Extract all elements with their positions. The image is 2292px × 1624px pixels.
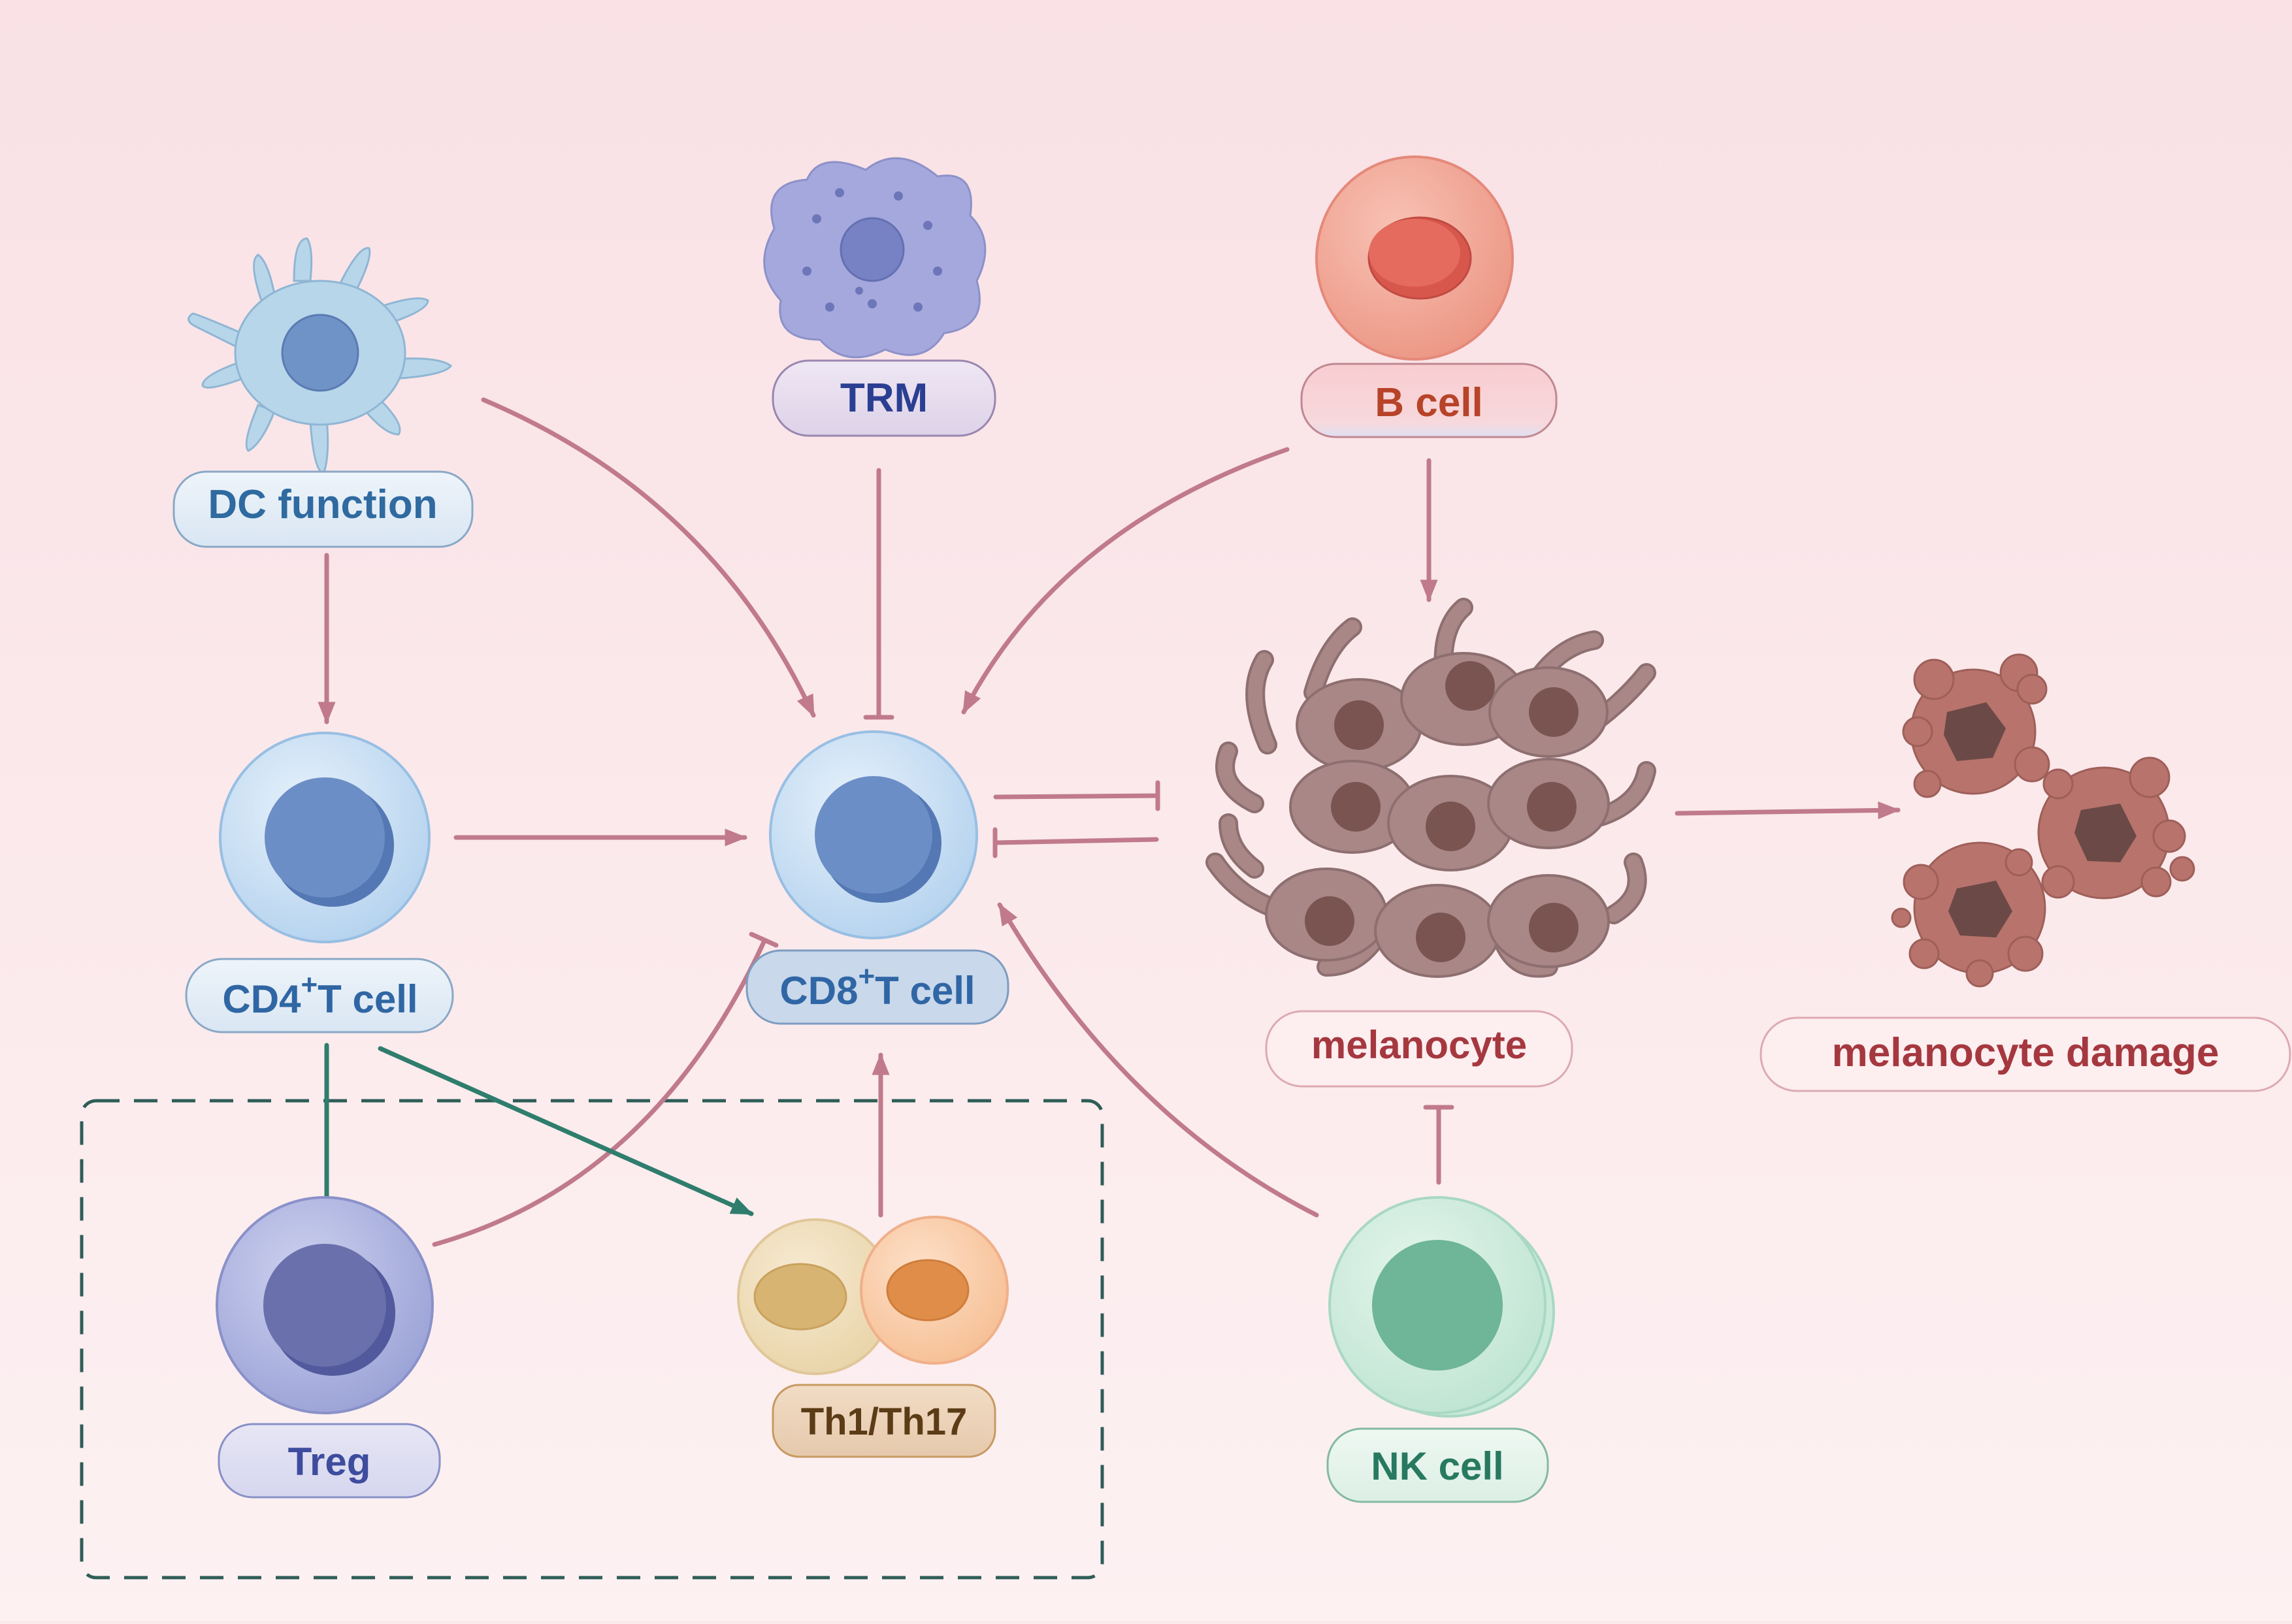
label-dc-function: DC function [172,470,474,548]
inhibit-cd8-to-melanocyte [993,793,1160,800]
svg-text:CD8+T cell: CD8+T cell [779,960,975,1013]
treg-cell-icon [216,1196,434,1414]
svg-text:CD4+T cell: CD4+T cell [222,969,417,1021]
arrow-bcell-to-cd8 [961,447,1290,715]
arrow-melanocyte-to-damage [1675,801,1901,820]
melanocyte-cluster-icon [1205,598,1656,978]
svg-text:NK cell: NK cell [1371,1444,1503,1488]
label-th1-th17: Th1/Th17 [772,1384,996,1458]
svg-text:Th1/Th17: Th1/Th17 [801,1401,968,1443]
th-cell-pair-icon [737,1216,1009,1375]
label-treg: Treg [218,1423,441,1499]
t-cell-icon [769,730,978,939]
svg-text:Treg: Treg [288,1440,371,1484]
arrow-nk-to-cd8 [997,902,1319,1218]
label-cd8-t-cell: CD8+T cell [745,949,1009,1025]
label-cd4-t-cell: CD4+T cell [185,958,454,1033]
dendritic-cell-icon [188,237,453,475]
b-cell-icon [1315,155,1514,361]
svg-text:B cell: B cell [1375,380,1482,425]
macrophage-cell-icon [763,157,987,359]
svg-text:melanocyte: melanocyte [1311,1023,1527,1067]
arrow-dc-to-cd8 [481,397,816,718]
inhibit-melanocyte-to-cd8 [992,837,1159,845]
label-melanocyte: melanocyte [1265,1010,1573,1088]
svg-text:DC function: DC function [208,482,437,527]
arrow-cd4-to-th [378,1046,754,1216]
t-cell-icon [219,732,431,943]
dashed-group-box [80,1099,1104,1580]
inhibit-treg-to-cd8 [432,938,767,1247]
label-trm: TRM [772,359,996,437]
damaged-melanocyte-icon [1891,653,2195,988]
label-b-cell: B cell [1300,363,1558,438]
svg-text:TRM: TRM [840,376,928,421]
svg-text:melanocyte damage: melanocyte damage [1832,1030,2219,1075]
label-nk-cell: NK cell [1326,1427,1549,1503]
label-melanocyte-damage: melanocyte damage [1760,1016,2291,1092]
nk-cell-icon [1328,1196,1555,1418]
